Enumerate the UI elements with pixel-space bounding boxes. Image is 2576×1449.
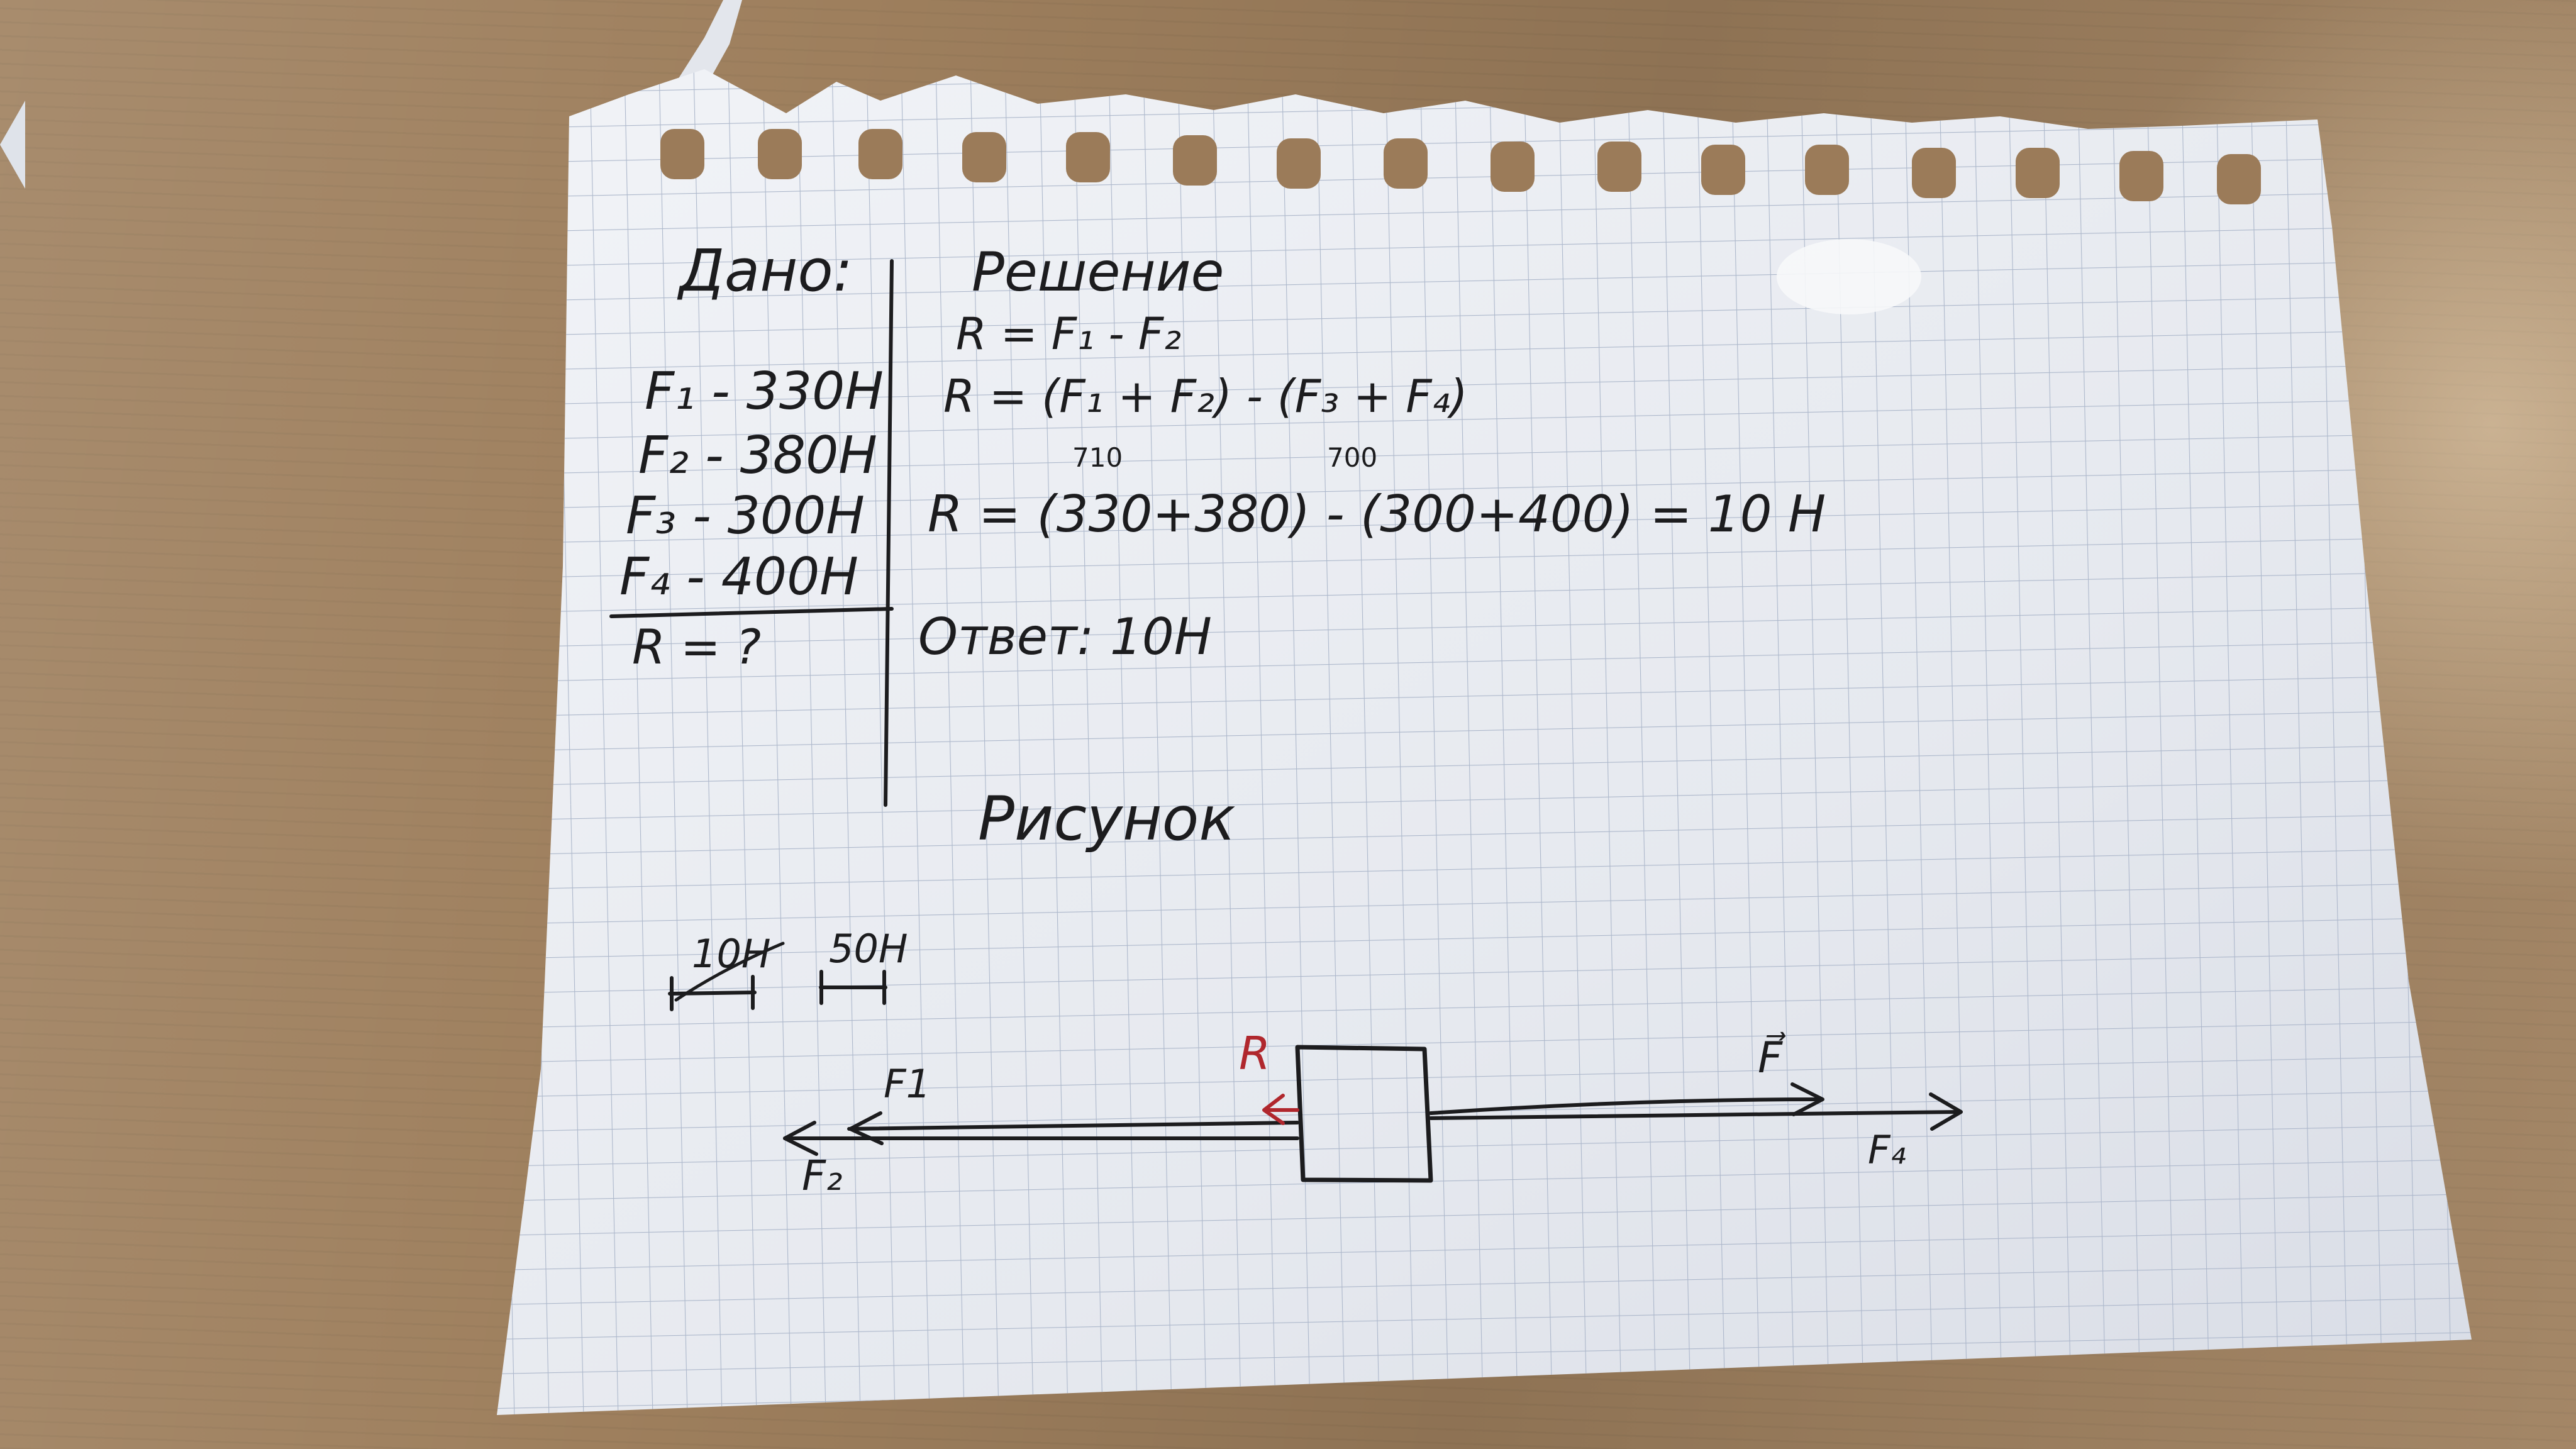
given-section: Дано: F₁ - 330Н F₂ - 380Н F₃ - 300Н F₄ -… (619, 237, 884, 675)
label-r: R (1239, 1027, 1270, 1080)
label-f4: F₄ (1868, 1127, 1906, 1173)
given-item-f2: F₂ - 380Н (638, 426, 877, 486)
label-f1: F1 (884, 1061, 931, 1107)
notebook-paper (497, 69, 2472, 1415)
solution-section: Решение R = F₁ - F₂ R = (F₁ + F₂) - (F₃ … (918, 241, 1826, 666)
given-item-f3: F₃ - 300Н (626, 486, 865, 546)
scale-bar-50n (819, 970, 887, 1005)
scale-label-50n: 50Н (829, 926, 908, 972)
scale-bar-10n (668, 941, 785, 1011)
formula-line-1: R = F₁ - F₂ (956, 308, 1181, 360)
body-box (1295, 1045, 1433, 1183)
label-f2: F₂ (802, 1152, 842, 1200)
answer-line: Ответ: 10Н (918, 608, 1212, 666)
force-arrow-f3 (1429, 1082, 1824, 1116)
calculation-line: R = (330+380) - (300+400) = 10 Н (928, 485, 1826, 543)
given-heading: Дано: (677, 237, 853, 304)
sum-annotation-2: 700 (1327, 442, 1377, 473)
solution-heading: Решение (972, 241, 1224, 304)
force-arrow-f2 (783, 1121, 1299, 1156)
resultant-arrow-r (1262, 1094, 1299, 1125)
formula-line-2: R = (F₁ + F₂) - (F₃ + F₄) (943, 370, 1468, 423)
figure-heading: Рисунок (978, 784, 1235, 854)
given-unknown: R = ? (632, 619, 761, 675)
scale-label-10n: 10Н (692, 931, 771, 977)
given-table-lines (609, 259, 894, 807)
paper-corner-left (0, 101, 25, 189)
given-item-f1: F₁ - 330Н (645, 362, 884, 421)
figure-section: Рисунок 10Н 50Н F1 F₂ (668, 784, 1963, 1200)
sum-annotation-1: 710 (1072, 442, 1123, 473)
spiral-holes (660, 129, 2261, 204)
force-arrow-f4 (1429, 1092, 1963, 1131)
given-item-f4: F₄ - 400Н (619, 547, 858, 607)
correction-fluid-smudge (1777, 239, 1921, 314)
label-f-vector: F⃗ (1758, 1032, 1786, 1083)
